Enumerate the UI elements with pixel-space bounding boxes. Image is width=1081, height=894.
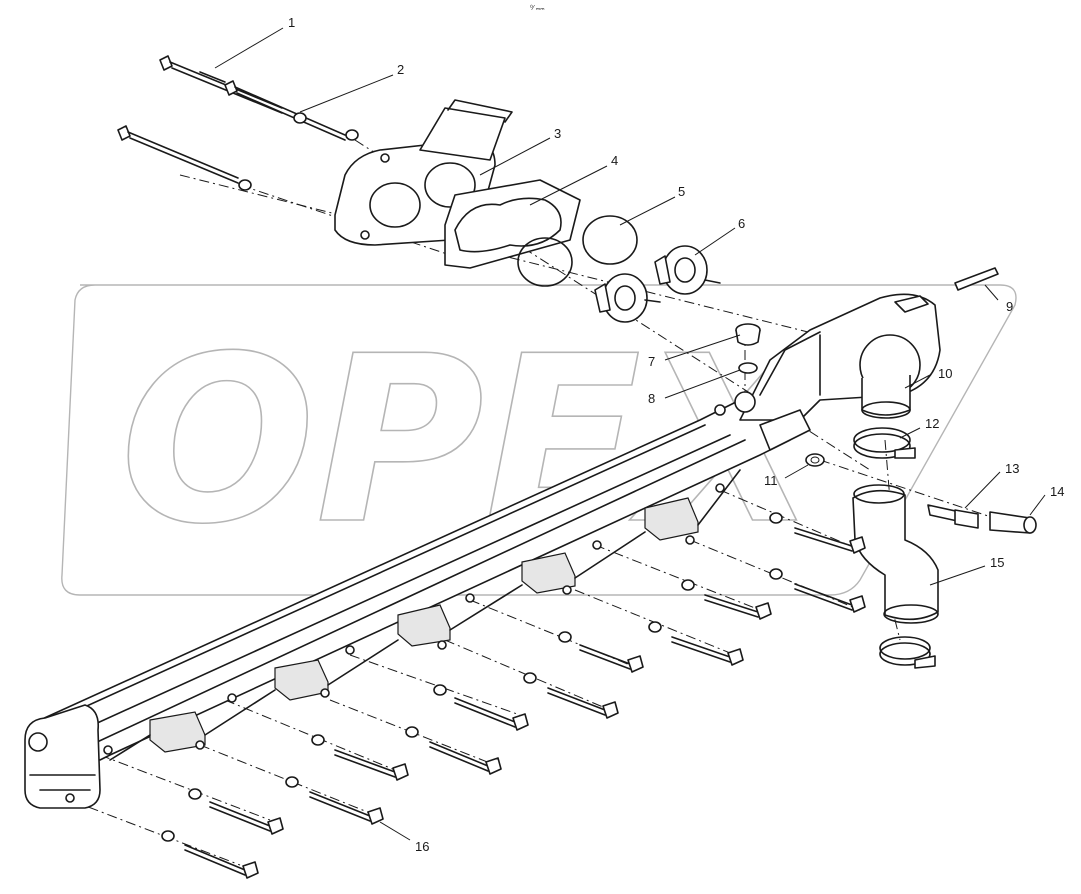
callout-15: 15 [990,555,1004,570]
callout-2: 2 [397,62,404,77]
callout-4: 4 [611,153,618,168]
callout-9: 9 [1006,299,1013,314]
header-mark: ⁰⁄ ₘₘ [530,4,545,12]
plug [735,323,761,346]
callout-13: 13 [1005,461,1019,476]
callout-12: 12 [925,416,939,431]
foot-2 [274,659,329,701]
watermark-text: OPEX [120,308,828,575]
callout-7: 7 [648,354,655,369]
callout-11: 11 [764,473,778,488]
o-ring-upper [582,215,638,265]
pin [954,267,999,291]
bolt-top-3 [117,125,239,184]
washer-11 [805,453,825,467]
callout-16: 16 [415,839,429,854]
callout-8: 8 [648,391,655,406]
watermark: OPEX [61,284,1017,596]
lower-bolts [161,512,866,879]
bolt-top-2 [224,80,346,141]
leader-lines [214,27,1046,841]
connector [989,511,1037,534]
foot-4 [521,552,576,594]
callout-6: 6 [738,216,745,231]
hose [852,484,939,624]
foot-3 [397,604,451,647]
foot-1 [149,711,206,753]
callout-1: 1 [288,15,295,30]
foot-5 [644,497,699,541]
thermostat-right [654,245,721,295]
o-ring-lower [517,237,573,287]
callout-10: 10 [938,366,952,381]
gasket [444,179,581,269]
callout-numbers: 1 2 3 4 5 6 7 8 9 10 11 12 13 14 15 16 [288,15,1064,854]
callout-3: 3 [554,126,561,141]
callout-5: 5 [678,184,685,199]
hose-clamp-upper [853,427,916,459]
sensor [927,504,979,529]
hose-clamp-lower [879,636,936,669]
callout-14: 14 [1050,484,1064,499]
washer-8 [738,362,758,374]
thermostat-left [594,273,661,323]
manifold-body [24,293,941,809]
washer-2 [293,112,307,124]
